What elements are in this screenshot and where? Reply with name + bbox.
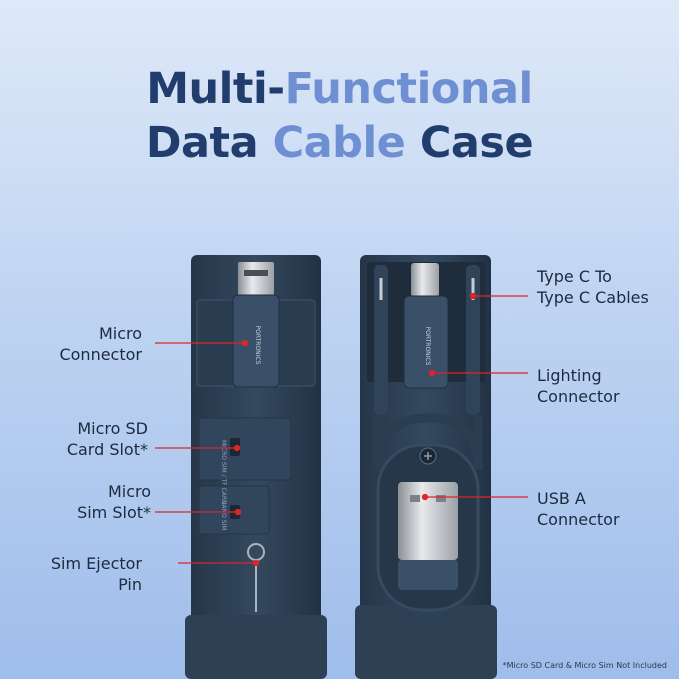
callout-type-c-cables: Type C To Type C Cables <box>537 266 649 308</box>
callout-sim-ejector-pin: Sim Ejector Pin <box>20 553 142 595</box>
headline-word: Multi- <box>146 64 285 114</box>
callout-line: Micro <box>98 324 142 343</box>
headline-word: Functional <box>284 64 534 114</box>
callout-line: Sim Slot* <box>77 503 151 522</box>
slot-text-sim: NANO SIM <box>220 500 227 530</box>
slot-text-sd: MICRO SIM / TF CARD <box>220 440 227 505</box>
headline: Multi-Functional Data Cable Case <box>0 62 679 170</box>
usb-a-plug <box>398 482 458 560</box>
headline-line-1: Multi-Functional <box>0 62 679 116</box>
callout-line: Micro <box>107 482 151 501</box>
callout-line: USB A <box>537 489 586 508</box>
callout-lines <box>155 292 528 567</box>
footnote: *Micro SD Card & Micro Sim Not Included <box>502 661 667 670</box>
callout-line: Micro SD <box>77 419 148 438</box>
callout-micro-sd-slot: Micro SD Card Slot* <box>30 418 148 460</box>
callout-line: Pin <box>118 575 142 594</box>
headline-line-2: Data Cable Case <box>0 116 679 170</box>
callout-lighting-connector: Lighting Connector <box>537 365 620 407</box>
callout-line: Lighting <box>537 366 602 385</box>
callout-line: Connector <box>537 510 620 529</box>
callout-usb-a-connector: USB A Connector <box>537 488 620 530</box>
callout-line: Connector <box>537 387 620 406</box>
headline-word: Case <box>419 118 534 168</box>
callout-line: Type C To <box>537 267 612 286</box>
brand-text-left: PORTRONICS <box>254 326 261 365</box>
headline-word: Data <box>145 118 259 168</box>
micro-usb-plug <box>238 262 274 296</box>
callout-line: Card Slot* <box>66 440 148 459</box>
callout-micro-sim-slot: Micro Sim Slot* <box>30 481 151 523</box>
callout-line: Connector <box>59 345 142 364</box>
callout-line: Type C Cables <box>537 288 649 307</box>
micro-connector-body <box>232 294 280 388</box>
left-case: PORTRONICS MICRO SIM / TF CARD NANO SIM <box>185 255 327 679</box>
callout-micro-connector: Micro Connector <box>40 323 142 365</box>
right-case: PORTRONICS <box>355 255 497 679</box>
headline-word: Cable <box>272 118 406 168</box>
brand-text-right: PORTRONICS <box>424 327 431 366</box>
callout-line: Sim Ejector <box>50 554 142 573</box>
lightning-connector-body <box>403 295 449 389</box>
lightning-plug <box>411 263 439 297</box>
